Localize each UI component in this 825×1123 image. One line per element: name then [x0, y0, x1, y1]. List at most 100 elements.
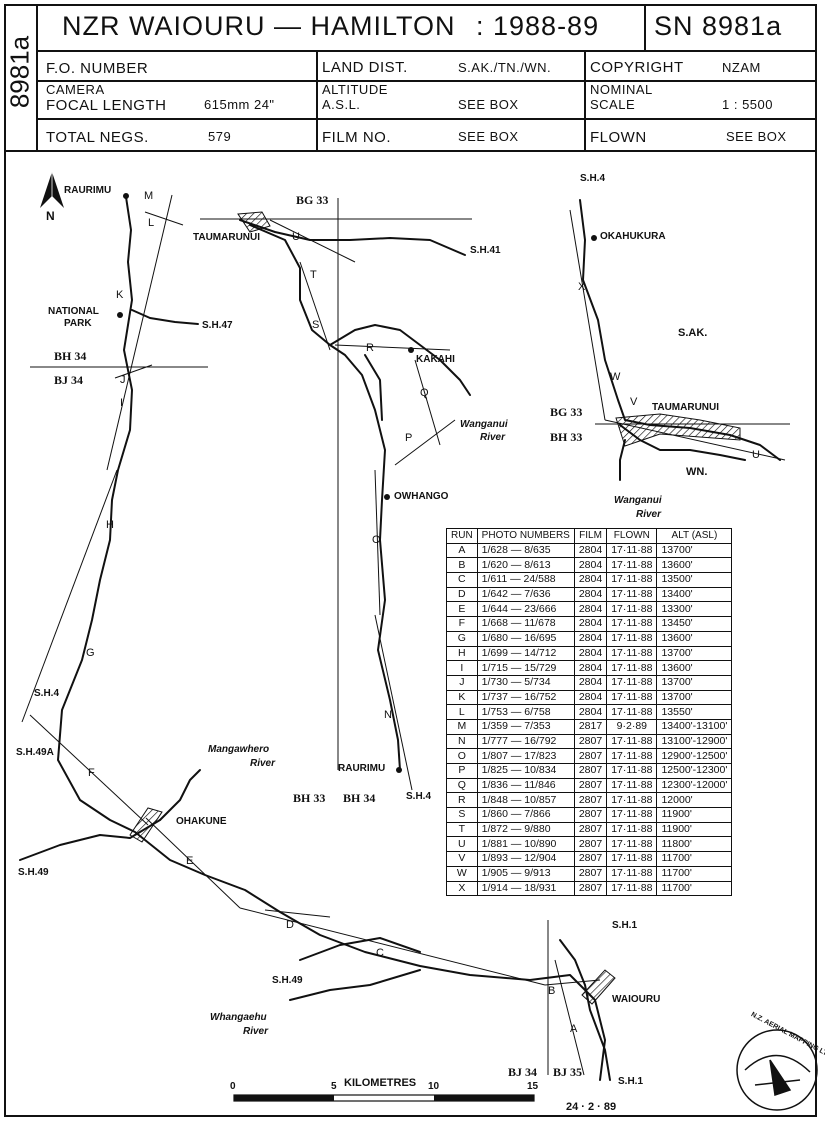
inset-river-south	[619, 439, 626, 481]
table-cell: 17·11·88	[606, 821, 658, 838]
altitude-value: SEE BOX	[458, 97, 519, 112]
table-cell: 2804	[573, 689, 608, 706]
table-cell: 2807	[573, 777, 608, 794]
grid-bh34: BH 34	[54, 349, 87, 363]
run-letter-w: W	[610, 371, 621, 383]
table-cell: 17·11·88	[606, 763, 658, 779]
flight-line	[374, 614, 413, 791]
road-sh49a-label: S.H.49A	[16, 747, 54, 758]
map-date: 24 · 2 · 89	[566, 1101, 617, 1113]
table-cell: 2804	[573, 601, 608, 618]
road-sh4-inset-label: S.H.4	[580, 173, 606, 184]
flight-line	[106, 194, 173, 471]
copyright-value: NZAM	[722, 60, 761, 75]
table-cell: 13100'-12900'	[656, 733, 733, 750]
table-cell: 2804	[573, 645, 608, 662]
road-sh1-south-label: S.H.1	[618, 1076, 644, 1087]
place-national-park-2: PARK	[64, 318, 92, 329]
land-dist-value: S.AK./TN./WN.	[458, 60, 552, 75]
table-cell: 11800'	[656, 836, 733, 853]
scale-tick-0: 0	[230, 1081, 236, 1092]
table-cell: 2804	[573, 660, 608, 676]
flight-line	[374, 469, 381, 616]
table-cell: 17·11·88	[606, 836, 658, 853]
table-cell: 2804	[573, 572, 608, 588]
run-letter-u: U	[292, 231, 300, 243]
place-ohakune: OHAKUNE	[176, 816, 227, 827]
table-cell: 13700'	[656, 674, 733, 691]
ohakune-hatch	[129, 807, 163, 843]
scale-label: SCALE	[590, 97, 636, 112]
run-letter-s: S	[312, 319, 320, 331]
table-cell: 11700'	[656, 880, 733, 897]
table-cell: 13300'	[656, 601, 733, 618]
table-cell: 2807	[573, 821, 608, 838]
film-no-value: SEE BOX	[458, 129, 519, 144]
run-letter-x: X	[578, 281, 586, 293]
table-cell: 1/848 — 10/857	[476, 792, 575, 809]
road-sh47-label: S.H.47	[202, 320, 233, 331]
table-cell: E	[446, 601, 478, 618]
camera-label: CAMERA	[46, 82, 105, 97]
table-cell: N	[446, 733, 478, 750]
table-cell: P	[446, 763, 478, 779]
run-letter-e: E	[186, 855, 194, 867]
table-cell: 12000'	[656, 792, 733, 809]
col-film: FILM	[573, 528, 608, 544]
road-sh49-west-label: S.H.49	[18, 867, 49, 878]
table-cell: 1/668 — 11/678	[476, 616, 575, 632]
table-cell: C	[446, 572, 478, 588]
road-sh1-north-label: S.H.1	[612, 920, 638, 931]
table-cell: D	[446, 586, 478, 603]
divider	[36, 50, 817, 52]
years: : 1988-89	[476, 11, 600, 41]
grid-bj34-south: BJ 34	[508, 1065, 538, 1079]
table-cell: 13700'	[656, 689, 733, 706]
north-label: N	[46, 209, 55, 223]
table-cell: 17·11·88	[606, 674, 658, 691]
nzam-logo	[736, 1029, 818, 1111]
table-cell: 13450'	[656, 616, 733, 632]
grid-bg33-inset: BG 33	[550, 405, 583, 419]
table-cell: 17·11·88	[606, 557, 658, 574]
table-cell: 2807	[573, 748, 608, 764]
table-cell: 1/642 — 7/636	[476, 586, 575, 603]
table-cell: 17·11·88	[606, 733, 658, 750]
flight-line	[145, 817, 241, 909]
scale-tick-5: 5	[331, 1081, 337, 1092]
flight-line	[21, 469, 118, 723]
flight-line	[29, 714, 149, 826]
title-block	[4, 4, 817, 152]
table-cell: G	[446, 630, 478, 647]
river-branch	[364, 354, 383, 421]
table-cell: 1/644 — 23/666	[476, 601, 575, 618]
run-letter-p: P	[405, 432, 413, 444]
total-negs-value: 579	[208, 129, 232, 144]
table-cell: 1/737 — 16/752	[476, 689, 575, 706]
run-letter-g: G	[86, 647, 95, 659]
run-table-header: RUN PHOTO NUMBERS FILM FLOWN ALT (ASL)	[446, 528, 733, 544]
table-cell: 17·11·88	[606, 777, 658, 794]
table-cell: 2804	[573, 630, 608, 647]
run-letter-h: H	[106, 519, 114, 531]
table-cell: 11700'	[656, 865, 733, 882]
run-table: RUN PHOTO NUMBERS FILM FLOWN ALT (ASL) A…	[446, 528, 733, 897]
table-cell: 2817	[573, 718, 608, 735]
table-cell: 11700'	[656, 851, 733, 867]
table-cell: 17·11·88	[606, 616, 658, 632]
table-cell: 17·11·88	[606, 851, 658, 867]
river-wanganui	[329, 324, 471, 396]
run-letter-m: M	[144, 190, 154, 202]
run-letter-b: B	[548, 985, 556, 997]
table-cell: 17·11·88	[606, 586, 658, 603]
scale-bar	[233, 1094, 535, 1102]
table-cell: H	[446, 645, 478, 662]
